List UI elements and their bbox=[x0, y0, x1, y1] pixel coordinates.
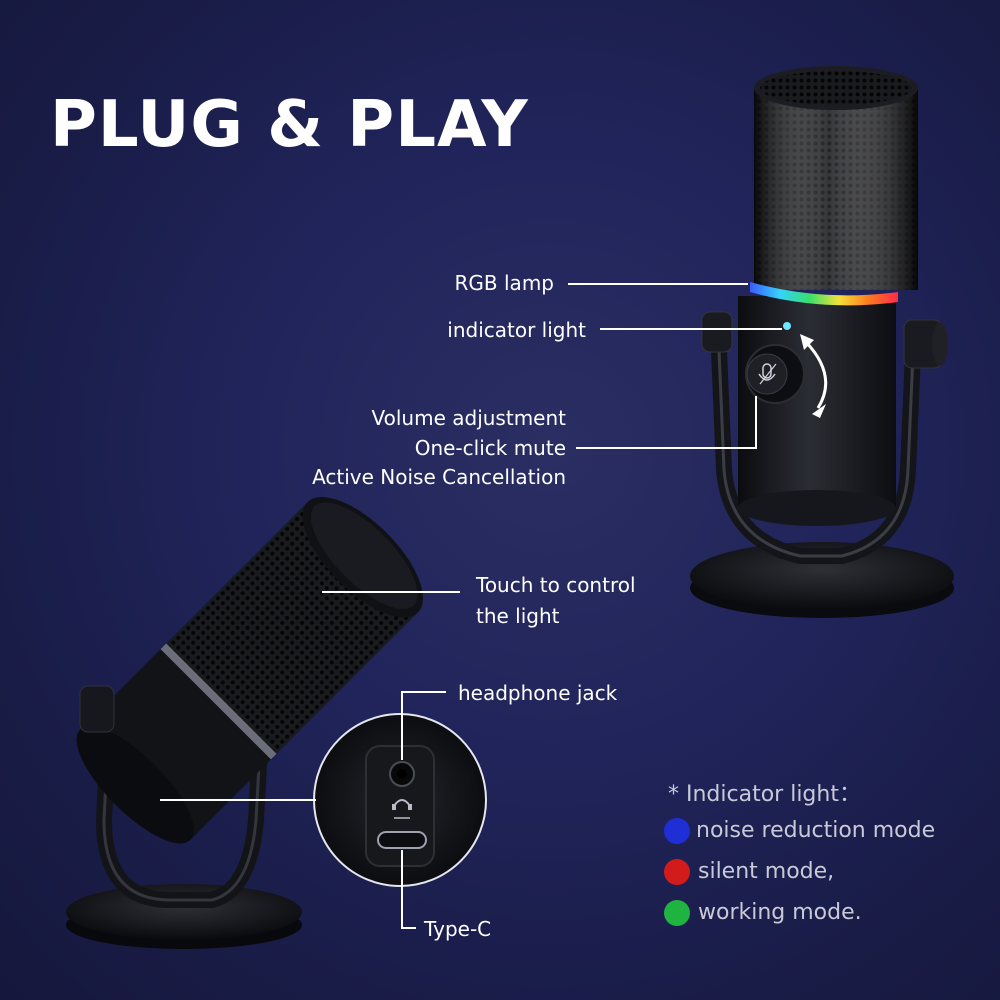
ports-closeup bbox=[313, 713, 487, 887]
red-indicator-dot bbox=[664, 859, 690, 885]
rgb-lamp-label: RGB lamp bbox=[454, 271, 554, 295]
blue-indicator-dot bbox=[664, 818, 690, 844]
legend-item-silent: silent mode, bbox=[698, 859, 835, 884]
touch-control-label-line2: the light bbox=[476, 604, 560, 628]
touch-control-label: Touch to control bbox=[476, 573, 636, 597]
green-indicator-dot bbox=[664, 900, 690, 926]
type-c-label: Type-C bbox=[424, 917, 492, 941]
callout-lines bbox=[160, 283, 782, 929]
indicator-light-label: indicator light bbox=[447, 318, 586, 342]
indicator-legend-heading: * Indicator light： bbox=[668, 782, 861, 807]
one-click-mute-label: One-click mute bbox=[414, 436, 566, 460]
legend-item-working: working mode. bbox=[698, 900, 862, 925]
headphone-jack-label: headphone jack bbox=[458, 681, 618, 705]
tilted-microphone bbox=[66, 496, 424, 949]
volume-adjustment-label: Volume adjustment bbox=[371, 406, 567, 430]
noise-cancellation-label: Active Noise Cancellation bbox=[312, 465, 566, 489]
page-title: PLUG & PLAY bbox=[50, 88, 529, 162]
legend-item-noise-reduction: noise reduction mode bbox=[696, 818, 936, 843]
upright-microphone bbox=[690, 66, 954, 618]
